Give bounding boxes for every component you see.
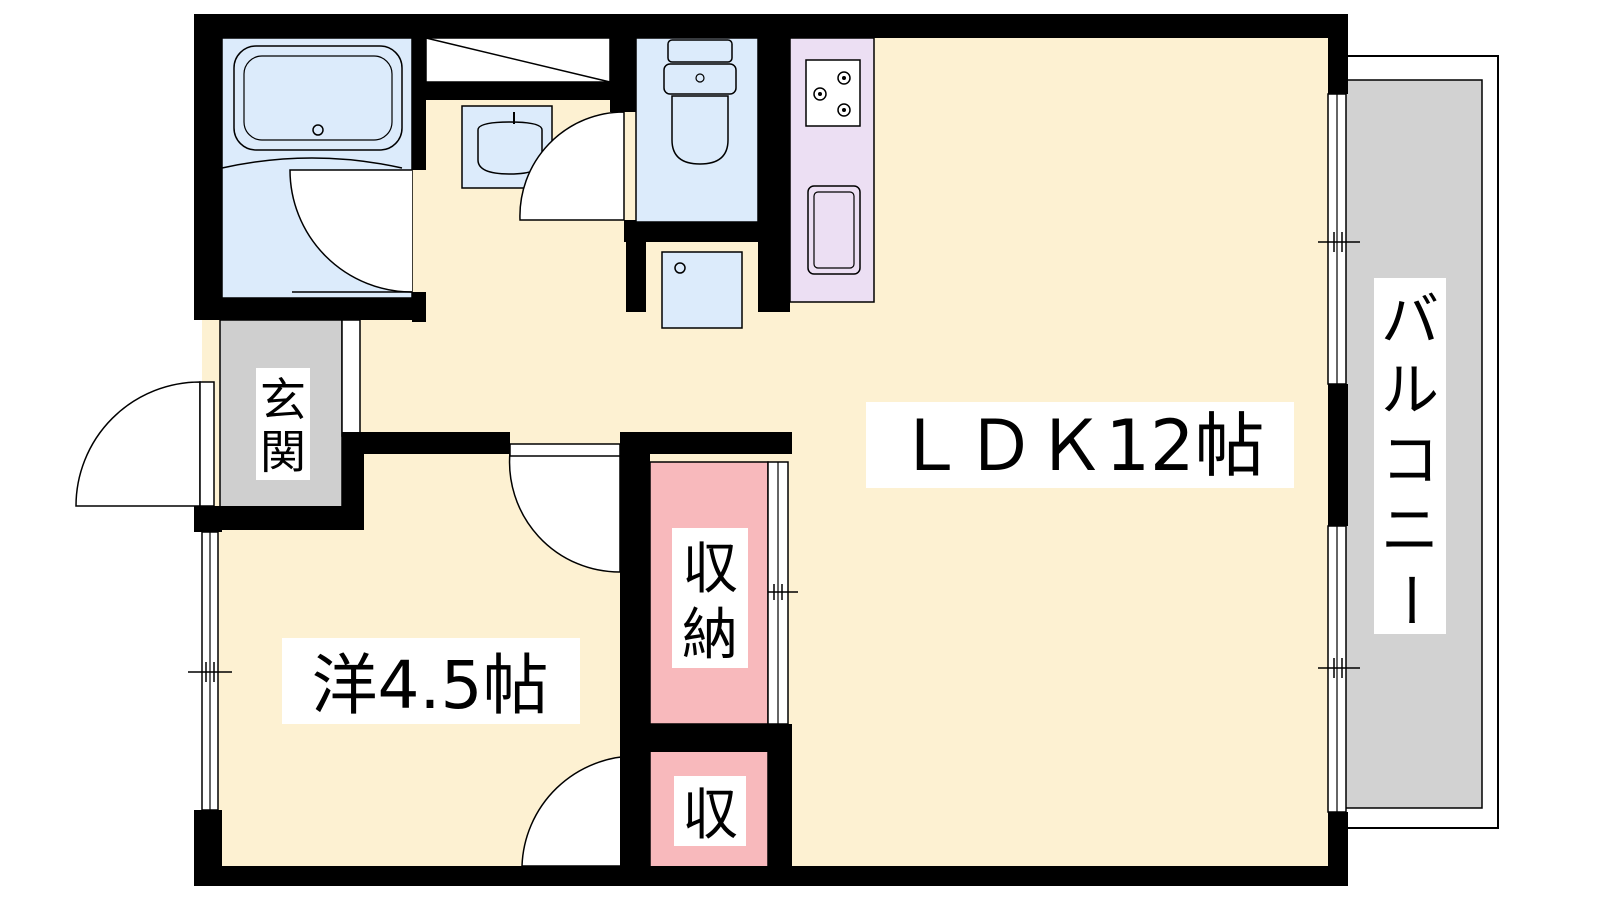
sink-icon xyxy=(807,185,861,275)
bathroom xyxy=(221,37,413,299)
walls xyxy=(194,14,1348,886)
storage-large-label-line2: 納 xyxy=(682,603,738,668)
balcony-label-char-5: ー xyxy=(1376,571,1444,629)
ldk-label-text: ＬＤＫ12帖 xyxy=(895,405,1264,487)
washroom xyxy=(425,37,625,221)
toilet-room xyxy=(635,37,759,223)
entrance-label: 玄 関 xyxy=(256,368,310,480)
bathroom-door xyxy=(289,169,413,293)
window-west xyxy=(188,531,232,811)
washroom-door xyxy=(519,111,625,221)
western-room-label-text: 洋4.5帖 xyxy=(312,647,549,724)
storage-large-label-line1: 収 xyxy=(682,537,738,602)
toilet-icon xyxy=(663,39,737,165)
entrance-label-line1: 玄 xyxy=(260,373,306,427)
bathtub-icon xyxy=(233,45,403,151)
storage-large-label: 収 納 xyxy=(672,528,748,668)
entrance-label-line2: 関 xyxy=(260,425,306,479)
balcony-label: バ ル コ ニ ー xyxy=(1376,286,1444,629)
balcony-label-char-3: コ xyxy=(1381,426,1439,494)
balcony-label-char-4: ニ xyxy=(1381,496,1439,564)
balcony-label-char-1: バ xyxy=(1381,286,1439,354)
western-room-door xyxy=(508,451,621,573)
balcony xyxy=(1327,55,1499,829)
balcony-label-char-2: ル xyxy=(1381,356,1439,424)
western-room-label: 洋4.5帖 xyxy=(282,638,580,724)
storage-small-label-text: 収 xyxy=(682,783,738,848)
ldk-label: ＬＤＫ12帖 xyxy=(866,402,1294,488)
stove-icon xyxy=(805,59,861,127)
storage-small-label: 収 xyxy=(674,776,746,848)
kitchen-counter xyxy=(789,37,875,303)
storage-small xyxy=(521,749,769,871)
storage-small-door xyxy=(521,755,637,867)
entrance-door xyxy=(75,381,201,507)
washing-machine-pan-icon xyxy=(661,251,743,329)
